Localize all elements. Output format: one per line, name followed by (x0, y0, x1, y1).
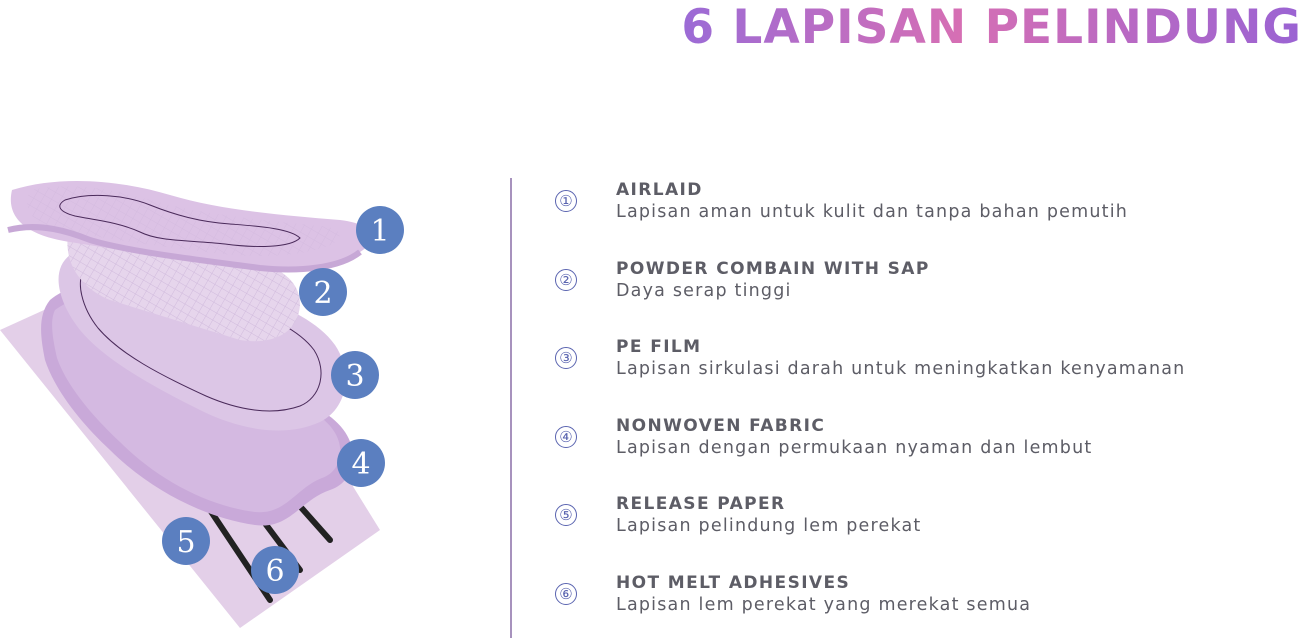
circled-number-4: ④ (555, 425, 577, 448)
circled-number-2: ② (555, 268, 577, 291)
circled-number-1: ① (555, 190, 577, 212)
svg-text:6: 6 (265, 554, 284, 589)
svg-text:4: 4 (351, 447, 370, 482)
layer-name: PE FILM (616, 337, 702, 357)
layer-name: NONWOVEN FABRIC (616, 415, 826, 436)
layer-item-release-paper: ⑤ RELEASE PAPER Lapisan pelindung lem pe… (555, 494, 1305, 573)
layer-name: RELEASE PAPER (616, 494, 786, 514)
layer-description: Lapisan pelindung lem perekat (616, 516, 922, 536)
layer-description: Lapisan dengan permukaan nyaman dan lemb… (616, 437, 1093, 458)
layer-name: AIRLAID (616, 180, 703, 200)
layer-item-airlaid: ① AIRLAID Lapisan aman untuk kulit dan t… (555, 180, 1305, 259)
circled-number-5: ⑤ (555, 504, 577, 526)
badge-5: 5 (162, 517, 210, 565)
layer-name: HOT MELT ADHESIVES (616, 572, 851, 593)
vertical-divider (510, 178, 512, 638)
badge-3: 3 (331, 351, 379, 399)
svg-text:2: 2 (313, 276, 332, 311)
pad-layers-illustration: 1 2 3 4 5 6 (0, 180, 404, 628)
svg-text:1: 1 (370, 214, 389, 249)
svg-text:5: 5 (176, 525, 195, 560)
badge-4: 4 (337, 439, 385, 487)
badge-2: 2 (299, 268, 347, 316)
layer-list: ① AIRLAID Lapisan aman untuk kulit dan t… (555, 180, 1305, 643)
layer-name: POWDER COMBAIN WITH SAP (616, 258, 930, 279)
badge-1: 1 (356, 206, 404, 254)
layer-item-adhesive: ⑥ HOT MELT ADHESIVES Lapisan lem perekat… (555, 572, 1305, 643)
circled-number-3: ③ (555, 347, 577, 369)
layer-description: Lapisan lem perekat yang merekat semua (616, 594, 1032, 615)
layer-description: Lapisan aman untuk kulit dan tanpa bahan… (616, 202, 1129, 222)
layer-item-nonwoven: ④ NONWOVEN FABRIC Lapisan dengan permuka… (555, 415, 1305, 495)
layer-description: Lapisan sirkulasi darah untuk meningkatk… (616, 359, 1186, 379)
layer-description: Daya serap tinggi (616, 280, 792, 301)
svg-text:3: 3 (345, 359, 364, 394)
page-title: 6 LAPISAN PELINDUNG (681, 0, 1302, 55)
layer-item-sap: ② POWDER COMBAIN WITH SAP Daya serap tin… (555, 258, 1305, 338)
layer-item-pe-film: ③ PE FILM Lapisan sirkulasi darah untuk … (555, 337, 1305, 416)
badge-6: 6 (251, 546, 299, 594)
circled-number-6: ⑥ (555, 582, 577, 605)
